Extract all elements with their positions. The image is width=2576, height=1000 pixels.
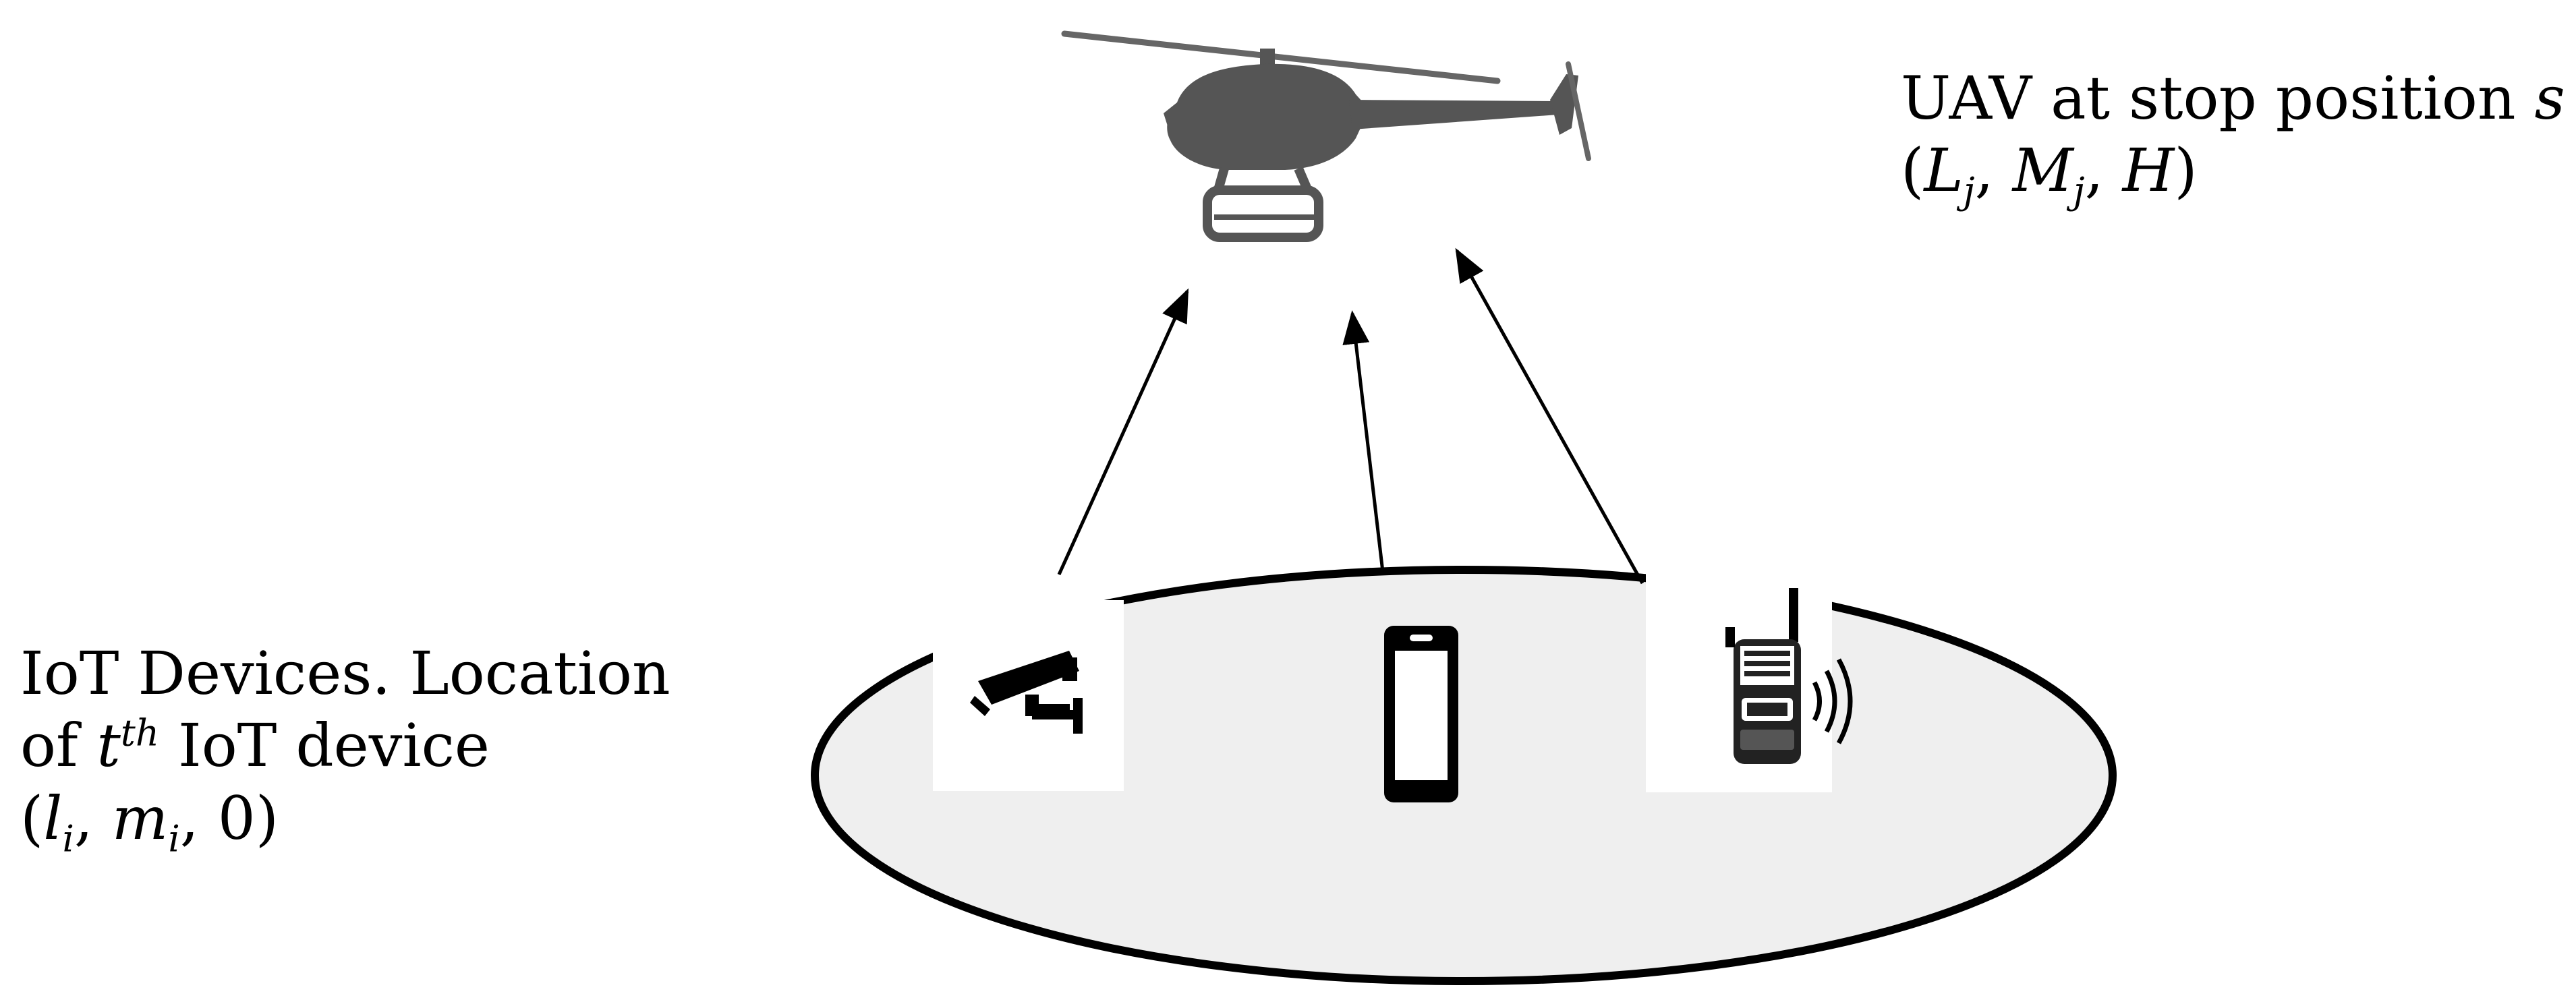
uav-position-label: UAV at stop position s (Lj, Mj, H) (1901, 62, 2565, 209)
iot-line2-symbol: t (96, 711, 121, 781)
iot-coords-close: ) (255, 783, 279, 853)
iot-line2-prefix: of (20, 711, 97, 781)
smartphone-icon (1384, 626, 1458, 802)
iot-coord-m-sub: i (168, 817, 180, 860)
uav-caption-line: UAV at stop position s (1901, 62, 2565, 134)
iot-coord-m: m (111, 783, 169, 853)
uplink-arrow-phone (1342, 310, 1385, 572)
iot-line2-sup: th (120, 711, 159, 755)
iot-coord-l: l (43, 783, 63, 853)
uav-coord-l-sub: j (1963, 169, 1975, 212)
uav-coord-m-sub: j (2073, 169, 2085, 212)
iot-line2-suffix: IoT device (159, 711, 490, 781)
iot-coord-sep-2: , (179, 783, 218, 853)
uav-caption-text: UAV at stop position (1901, 63, 2516, 133)
uav-coord-l: L (1924, 136, 1964, 206)
iot-caption-line-1: IoT Devices. Location (20, 639, 670, 708)
uav-caption-symbol: s (2534, 63, 2565, 133)
uav-coord-sep-2: , (2084, 136, 2123, 206)
uav-coord-m: M (2012, 136, 2073, 206)
uav-coordinates: (Lj, Mj, H) (1901, 134, 2565, 209)
uav-coord-h: H (2122, 136, 2175, 206)
iot-coords-open: ( (20, 783, 44, 853)
uplink-arrow-camera (1057, 288, 1189, 576)
uav-coords-close: ) (2174, 136, 2198, 206)
iot-caption-line-2: of tth IoT device (20, 709, 670, 782)
uplink-arrow-radio (1455, 247, 1644, 585)
uav-helicopter-icon (1061, 30, 1591, 242)
iot-coord-sep-1: , (74, 783, 112, 853)
walkie-talkie-icon (1646, 558, 1853, 792)
iot-devices-label: IoT Devices. Location of tth IoT device … (20, 637, 670, 857)
iot-coord-l-sub: i (62, 817, 74, 860)
iot-coord-zero: 0 (217, 783, 256, 853)
uav-coord-sep-1: , (1974, 136, 2013, 206)
uav-coords-open: ( (1901, 136, 1924, 206)
surveillance-camera-icon (933, 600, 1124, 791)
iot-coordinates: (li, mi, 0) (20, 782, 670, 857)
